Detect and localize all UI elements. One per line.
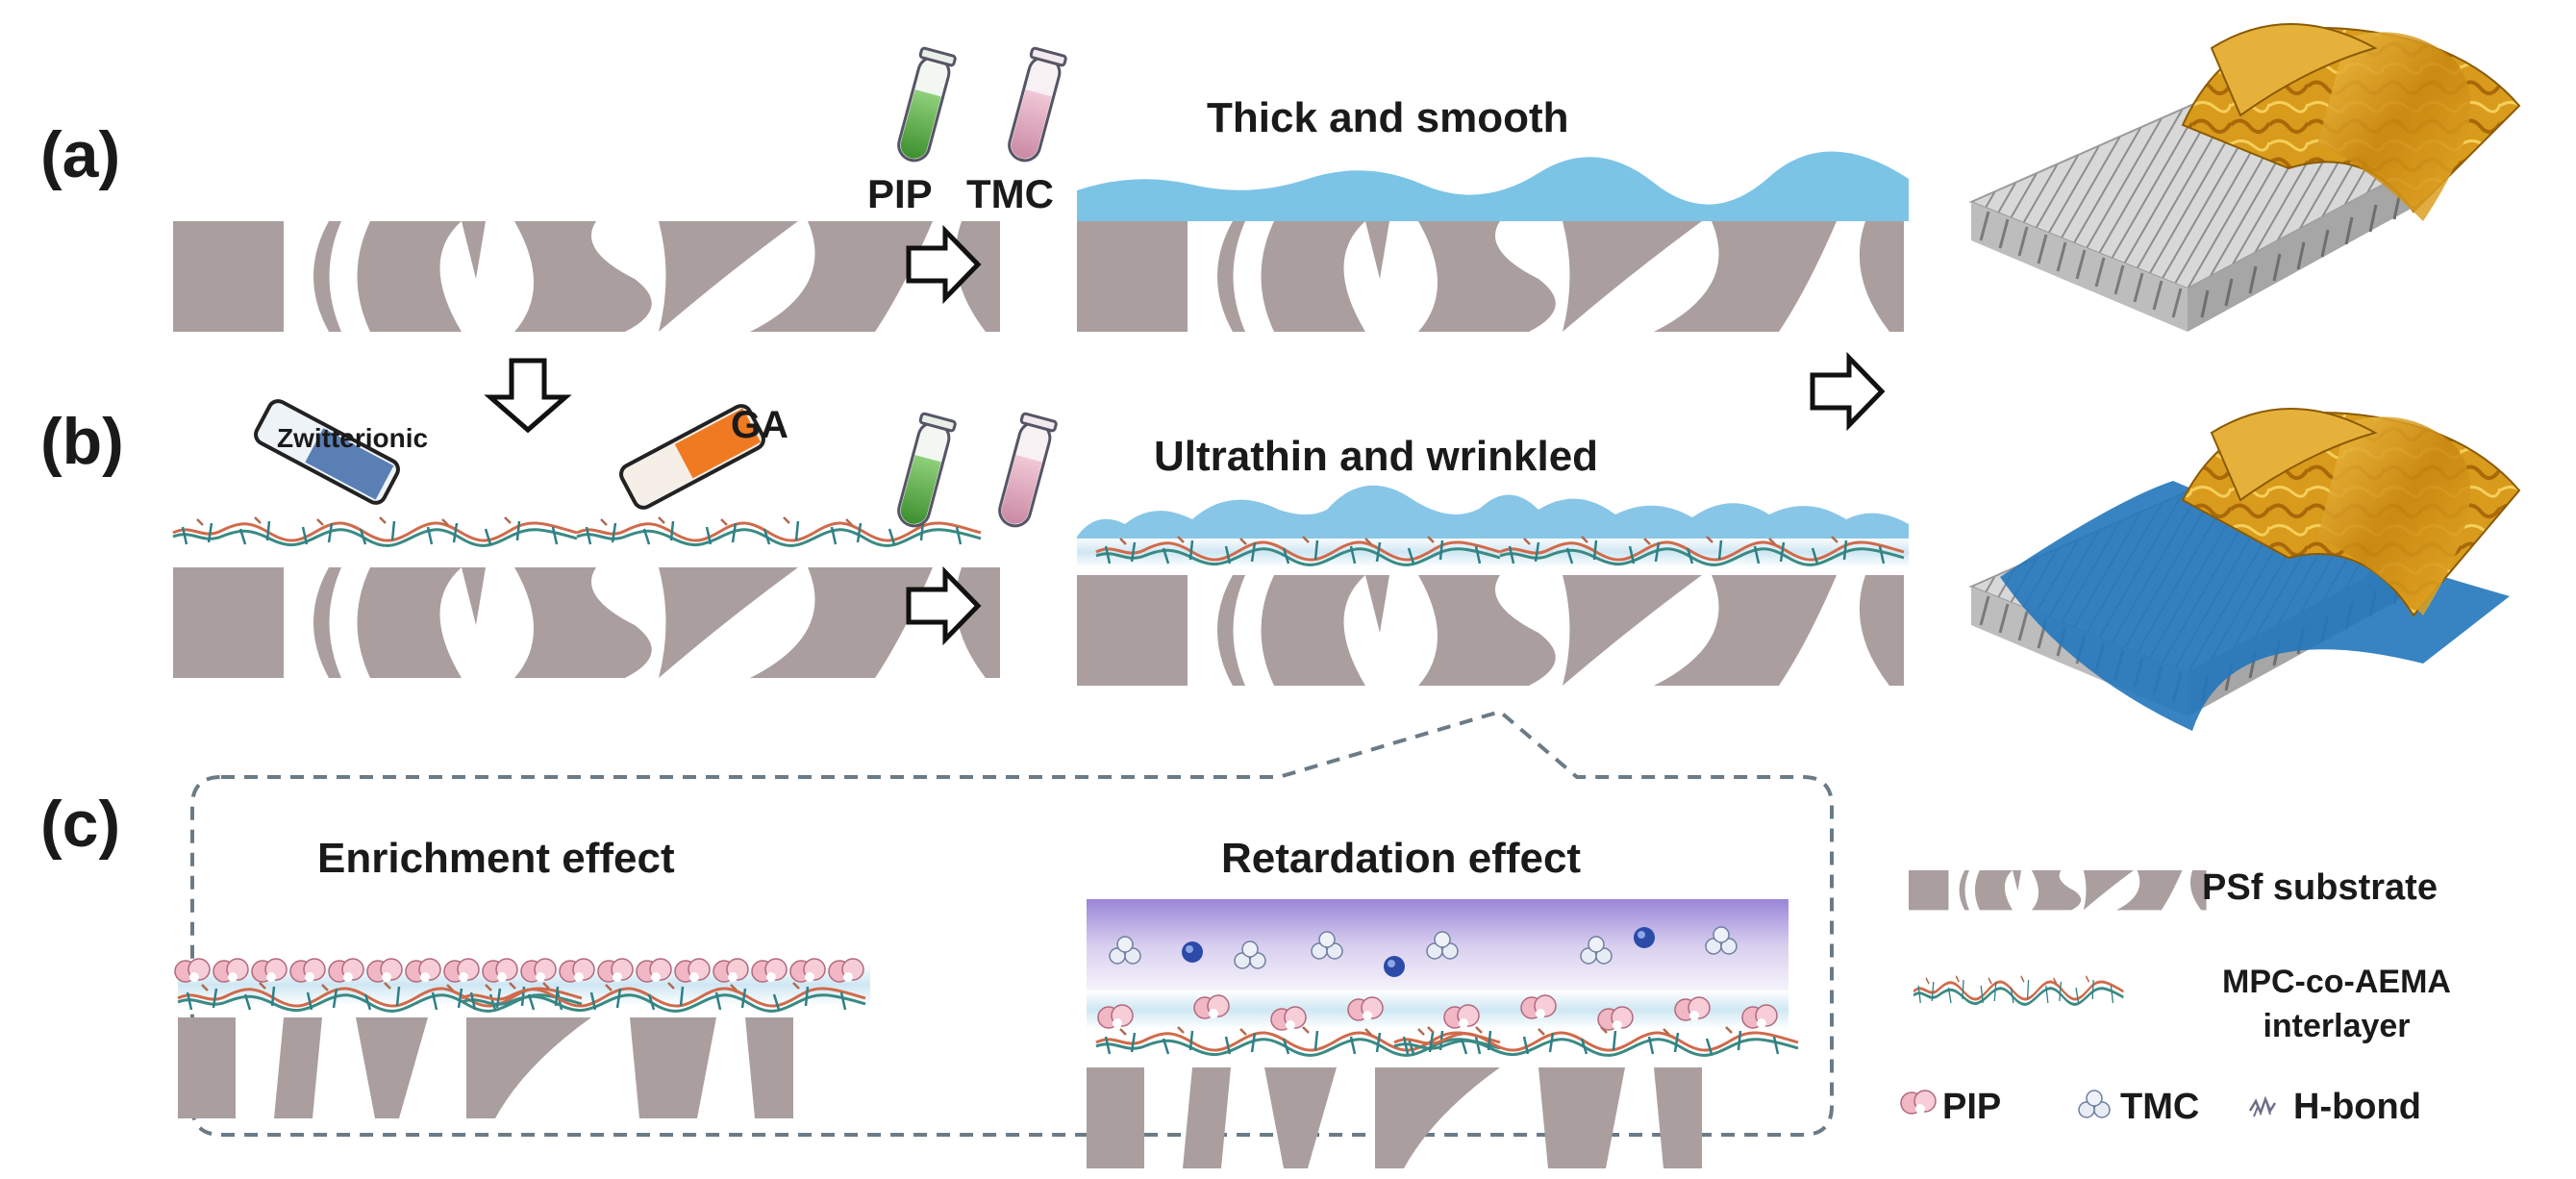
legend-interlayer-line1: MPC-co-AEMA: [2222, 964, 2451, 1000]
hbond-icon: [2248, 1097, 2277, 1118]
tmc-molecule-icon: [2078, 1090, 2111, 1118]
retardation-diagram: [1087, 899, 1800, 1168]
panel-label-c: (c): [40, 788, 121, 861]
label-ga: GA: [731, 404, 788, 446]
membrane-roll-icon: [1969, 408, 2521, 731]
label-pip: PIP: [867, 171, 933, 216]
label-zwitterionic: Zwitterionic: [277, 423, 429, 453]
interlayer-coating: [171, 515, 983, 547]
label-tmc: TMC: [966, 171, 1054, 216]
panel-a-substrate: [173, 221, 1000, 332]
test-tube-icon: [891, 46, 1068, 166]
legend-interlayer-label: MPC-co-AEMA interlayer: [2173, 960, 2500, 1048]
heading-ultrathin-wrinkled: Ultrathin and wrinkled: [1154, 433, 1599, 480]
legend-psf-label: PSf substrate: [2202, 867, 2438, 908]
arrow-down-icon: [490, 361, 565, 430]
panel-label-a: (a): [40, 118, 121, 191]
panel-label-b: (b): [40, 405, 124, 478]
ga-tube-icon: [619, 404, 765, 510]
legend-interlayer-line2: interlayer: [2263, 1008, 2411, 1044]
heading-thick-smooth: Thick and smooth: [1207, 94, 1569, 141]
membrane-roll-icon: [1969, 23, 2521, 334]
wrinkled-membrane: [1077, 485, 1909, 686]
zwitterionic-tube-icon: [254, 399, 400, 505]
thick-smooth-membrane: [1077, 151, 1909, 332]
heading-retardation: Retardation effect: [1221, 835, 1582, 882]
panel-b-substrate: [173, 567, 1000, 678]
arrow-right-icon: [1813, 358, 1882, 425]
legend-hbond-label: H-bond: [2293, 1087, 2421, 1127]
legend-tmc-label: TMC: [2120, 1087, 2200, 1127]
test-tube-icon: [891, 412, 1059, 532]
heading-enrichment: Enrichment effect: [317, 835, 675, 882]
enrichment-diagram: [174, 958, 870, 1118]
legend-psf-swatch: [1909, 870, 2207, 911]
legend-pip-label: PIP: [1942, 1087, 2002, 1127]
pip-molecule-icon: [1900, 1090, 1937, 1115]
